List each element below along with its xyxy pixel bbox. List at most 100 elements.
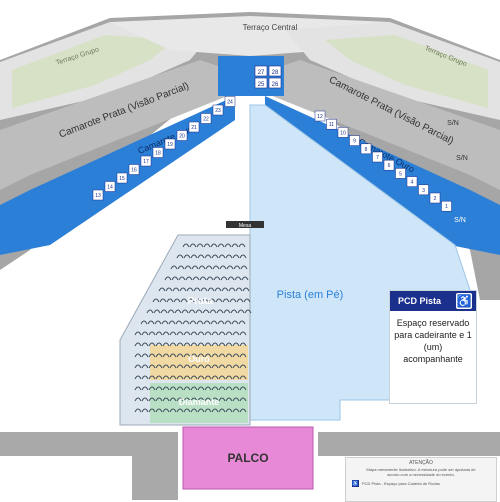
seat (196, 320, 204, 325)
camarote-box[interactable] (176, 130, 188, 141)
camarote-box[interactable] (418, 184, 429, 196)
seat (219, 265, 227, 270)
camarote-box[interactable] (383, 159, 395, 171)
seat (218, 353, 226, 358)
camarote-box-label: 5 (399, 171, 402, 177)
seat (230, 309, 238, 314)
palco-area[interactable] (182, 426, 314, 490)
camarote-box[interactable] (349, 135, 360, 146)
seat (190, 386, 198, 391)
camarote-box[interactable] (212, 104, 224, 116)
seat (176, 375, 184, 380)
notice-title: ATENÇÃO (409, 460, 433, 466)
camarote-box[interactable] (314, 110, 326, 122)
seat (153, 309, 161, 314)
camarote-ouro-right-area[interactable] (265, 96, 500, 255)
seat (179, 287, 187, 292)
seat (154, 320, 162, 325)
seat (183, 386, 191, 391)
camarote-box[interactable] (337, 127, 349, 138)
camarote-box[interactable] (152, 147, 164, 158)
seat (190, 364, 198, 369)
seat (232, 342, 240, 347)
seat (166, 298, 174, 303)
central-box[interactable] (268, 77, 282, 89)
seat (155, 408, 163, 413)
camarote-box[interactable] (128, 164, 140, 175)
camarote-box-label: 8 (365, 147, 368, 153)
seat (218, 397, 226, 402)
seat (197, 342, 205, 347)
seat (155, 397, 163, 402)
camarote-box-label: 10 (340, 130, 346, 136)
camarote-box[interactable] (406, 176, 418, 187)
seat (183, 408, 191, 413)
seat (158, 287, 166, 292)
terraco-central-label: Terraço Central (243, 23, 298, 32)
camarote-prata-left-area[interactable] (0, 60, 230, 190)
camarote-box[interactable] (224, 96, 236, 107)
camarote-box[interactable] (372, 151, 383, 163)
seat (236, 298, 244, 303)
seat (162, 331, 170, 336)
camarote-box-label: 18 (155, 151, 161, 157)
seat (213, 276, 221, 281)
camarote-box-label: 15 (119, 176, 125, 182)
seat (225, 375, 233, 380)
camarote-box-label: 23 (215, 108, 221, 114)
camarote-box[interactable] (164, 138, 176, 150)
central-box[interactable] (254, 65, 268, 77)
seat (228, 287, 236, 292)
camarote-box[interactable] (395, 168, 406, 179)
camarote-box[interactable] (188, 121, 200, 133)
camarote-prata-right-area[interactable] (270, 60, 500, 190)
seat (162, 386, 170, 391)
camarote-box[interactable] (104, 181, 116, 192)
seat (169, 408, 177, 413)
seat (141, 397, 149, 402)
seat (168, 320, 176, 325)
camarote-box[interactable] (441, 200, 452, 212)
seat (141, 408, 149, 413)
seat (240, 265, 248, 270)
seat (197, 386, 205, 391)
central-box-label: 27 (258, 70, 265, 76)
seat (161, 320, 169, 325)
seat (232, 331, 240, 336)
seat (183, 353, 191, 358)
seat (183, 364, 191, 369)
seat (169, 353, 177, 358)
camarote-box[interactable] (92, 189, 104, 201)
seat (176, 397, 184, 402)
walkway-right (318, 432, 500, 456)
sn-label-1: S/N (447, 120, 459, 127)
camarote-box-label: 7 (376, 155, 379, 161)
ouro-seats-area[interactable] (150, 345, 248, 380)
seat (227, 276, 235, 281)
walkway-area (0, 432, 178, 500)
seat (214, 287, 222, 292)
seat (226, 265, 234, 270)
seat (205, 265, 213, 270)
seat (169, 364, 177, 369)
seat (183, 254, 191, 259)
seat (148, 408, 156, 413)
camarote-box[interactable] (360, 143, 372, 155)
camarote-box[interactable] (200, 113, 212, 124)
seat (134, 386, 142, 391)
central-box[interactable] (268, 65, 282, 77)
seat (239, 364, 247, 369)
pcd-description: Espaço reservado para cadeirante e 1 (um… (394, 318, 472, 364)
seat (218, 408, 226, 413)
terraco-grupo-left-inner (12, 35, 175, 108)
camarote-box[interactable] (429, 192, 441, 204)
camarote-box[interactable] (140, 155, 152, 167)
seat (165, 287, 173, 292)
seat (237, 309, 245, 314)
camarote-box[interactable] (116, 172, 128, 184)
seat (181, 309, 189, 314)
camarote-box[interactable] (326, 118, 337, 130)
central-box[interactable] (254, 77, 268, 89)
seat (169, 331, 177, 336)
